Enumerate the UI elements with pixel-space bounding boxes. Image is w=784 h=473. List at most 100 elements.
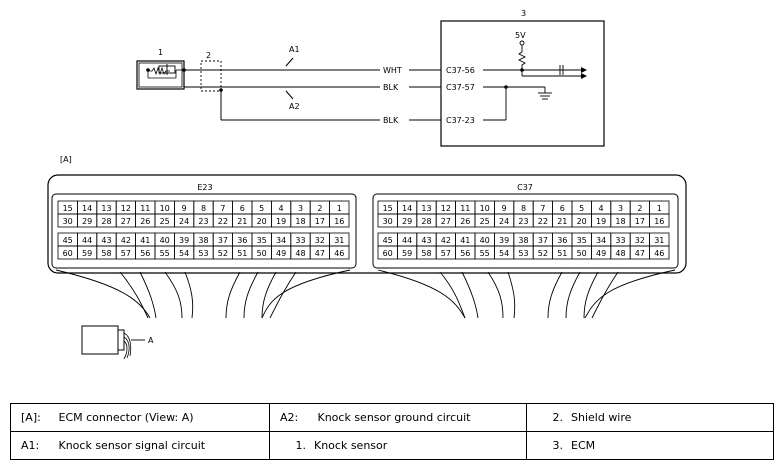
shield-symbol [200,60,222,92]
e23-pin-number: 15 [63,204,73,213]
e23-pin-number: 49 [276,249,286,258]
c37-pin-number: 49 [596,249,606,258]
legend-cell: 1.Knock sensor [269,431,527,460]
legend-text: Knock sensor signal circuit [58,439,206,452]
c37-pin-number: 44 [402,236,412,245]
view-arrow-label: A [148,336,154,345]
e23-pin-number: 55 [160,249,170,258]
e23-pin-number: 29 [82,217,92,226]
c37-pin-number: 19 [596,217,606,226]
c37-pin-number: 9 [502,204,507,213]
pin-c37-23: C37-23 [446,116,475,125]
e23-pin-number: 32 [315,236,325,245]
c37-pin-number: 32 [635,236,645,245]
e23-pin-number: 34 [276,236,286,245]
legend-key: A2: [280,411,299,424]
e23-pin-number: 28 [101,217,111,226]
label-a1: A1 [289,45,300,54]
c37-pin-cell [649,213,670,228]
e23-pin-number: 21 [237,217,247,226]
c37-pin-number: 10 [480,204,490,213]
signal-arrow-icon [581,67,587,73]
c37-pin-number: 6 [560,204,565,213]
e23-pin-number: 6 [240,204,245,213]
e23-pin-number: 36 [237,236,247,245]
e23-pin-number: 50 [257,249,267,258]
legend-key: 1. [295,439,307,452]
connector-view-icon [81,325,145,360]
c37-pin-number: 31 [654,236,664,245]
c37-pin-number: 48 [615,249,625,258]
c37-pin-number: 4 [599,204,604,213]
e23-pin-number: 10 [160,204,170,213]
e23-pin-number: 19 [276,217,286,226]
c37-pin-number: 56 [460,249,470,258]
voltage-label: 5V [515,31,526,40]
ecm-internal-circuit [483,40,581,121]
e23-pin-number: 20 [257,217,267,226]
ecm-box [440,20,605,147]
junction-dot [219,88,223,92]
e23-pin-number: 8 [201,204,206,213]
e23-pin-number: 38 [198,236,208,245]
legend-text: Knock sensor ground circuit [317,411,471,424]
connector-outline-e23 [47,174,687,274]
c37-pin-number: 21 [557,217,567,226]
c37-pin-number: 27 [441,217,451,226]
e23-pin-number: 16 [334,217,344,226]
connector-name-e23: E23 [197,183,212,192]
label-a2: A2 [289,102,300,111]
e23-pin-number: 44 [82,236,92,245]
c37-pin-number: 7 [540,204,545,213]
e23-pin-number: 47 [315,249,325,258]
harness-wires [55,269,676,319]
e23-pin-number: 22 [218,217,228,226]
legend-row: A1: Knock sensor signal circuit 1.Knock … [10,431,774,460]
e23-pin-number: 17 [315,217,325,226]
view-a-label: [A] [60,155,72,164]
wire-color-blk: BLK [383,83,399,92]
e23-pin-number: 53 [198,249,208,258]
c37-pin-number: 47 [635,249,645,258]
junction-dot [520,68,524,72]
e23-pin-number: 59 [82,249,92,258]
e23-pin-number: 48 [295,249,305,258]
e23-pin-number: 7 [220,204,225,213]
e23-pin-number: 27 [121,217,131,226]
c37-pin-number: 42 [441,236,451,245]
e23-pin-number: 18 [295,217,305,226]
e23-pin-number: 37 [218,236,228,245]
c37-pin-number: 39 [499,236,509,245]
c37-pin-number: 40 [480,236,490,245]
c37-pin-number: 43 [421,236,431,245]
e23-pin-number: 26 [140,217,150,226]
e23-pin-number: 1 [337,204,342,213]
e23-pin-number: 4 [279,204,284,213]
c37-pin-number: 20 [577,217,587,226]
e23-pin-number: 39 [179,236,189,245]
c37-pin-number: 17 [635,217,645,226]
c37-pin-number: 26 [460,217,470,226]
e23-pin-number: 23 [198,217,208,226]
e23-pin-number: 54 [179,249,189,258]
legend-key: A1: [21,439,40,452]
c37-pin-number: 34 [596,236,606,245]
legend-table: [A]: ECM connector (View: A) A2: Knock s… [10,403,774,460]
c37-pin-number: 53 [518,249,528,258]
c37-pin-number: 24 [499,217,509,226]
c37-pin-number: 52 [538,249,548,258]
c37-pin-number: 54 [499,249,509,258]
e23-pin-number: 43 [101,236,111,245]
e23-pin-number: 13 [101,204,111,213]
label-shield-wire: 2 [206,51,211,60]
e23-pin-cell [329,213,350,228]
c37-pin-number: 46 [654,249,664,258]
legend-cell: 2.Shield wire [526,403,774,432]
c37-pin-number: 58 [421,249,431,258]
connector-body-c37 [372,193,679,269]
knock-sensor-symbol [136,60,185,90]
wire-color-blk: BLK [383,116,399,125]
c37-pin-number: 57 [441,249,451,258]
legend-cell: [A]: ECM connector (View: A) [10,403,270,432]
